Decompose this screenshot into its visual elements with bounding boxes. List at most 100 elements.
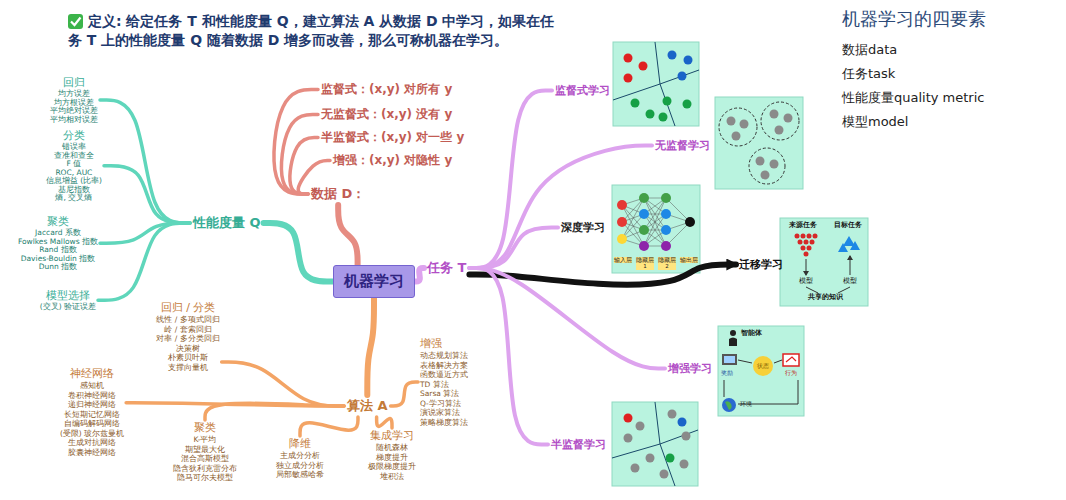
reinforcement-panel-part: [722, 354, 737, 365]
transfer-panel: [780, 218, 868, 306]
unsupervised-panel-part-part: [756, 157, 765, 166]
semi-supervised-panel-part-part: [631, 464, 640, 473]
transfer-panel-part-part: [804, 252, 809, 257]
reinforcement-panel-part: [722, 398, 736, 412]
branch-connector: [104, 166, 190, 223]
node-text: 深度学习: [561, 220, 605, 235]
node-text: 增强学习: [668, 361, 712, 376]
group-heading: 神经网络: [60, 367, 124, 381]
group-heading: 模型选择: [40, 289, 96, 303]
branch-label: 算法 A: [344, 395, 391, 417]
list-item: Rand 指数: [18, 246, 98, 255]
transfer-panel-part: [795, 234, 818, 257]
neural-network-figure-part: [661, 241, 671, 251]
list-item: 错误率: [46, 143, 102, 152]
transfer-panel-part-part: [795, 234, 800, 239]
supervised-panel-part: [684, 56, 693, 65]
list-item: 支撑向量机: [156, 363, 219, 373]
node-text: 监督式学习: [555, 83, 610, 98]
supervised-panel: [613, 42, 699, 126]
list-item: 平均绝对误差: [50, 107, 98, 116]
supervised-panel-part: [613, 42, 699, 126]
section-heading: 机器学习的四要素: [842, 8, 986, 30]
figure-label: 智能体: [741, 330, 762, 338]
list-item: 局部敏感哈希: [276, 470, 324, 480]
list-item: 查准和查全: [46, 152, 102, 161]
figure-label: 模型: [799, 278, 813, 286]
unsupervised-panel-part: [761, 102, 799, 140]
list-item: (交叉) 验证误差: [40, 303, 96, 312]
unsupervised-panel: [715, 97, 803, 189]
list-item: 对率 / 多分类回归: [156, 334, 219, 344]
semi-supervised-panel-part: [612, 402, 698, 486]
unsupervised-panel-part-part: [727, 117, 736, 126]
group-heading: 分类: [46, 129, 102, 143]
branch-connector: [300, 417, 358, 436]
supervised-panel-part: [663, 97, 672, 106]
list-item: 梯度提升: [368, 453, 416, 463]
semi-supervised-panel-part-part: [660, 470, 669, 479]
reinforcement-panel-part: [786, 357, 796, 362]
transfer-panel-part-part: [801, 234, 806, 239]
neural-network-figure-part: [617, 200, 627, 210]
list-item: F 值: [46, 160, 102, 169]
group-heading: 降维: [276, 437, 324, 451]
list-item: 性能度量quality metric: [842, 90, 984, 106]
reinforcement-panel: [718, 326, 804, 416]
list-item: 平均相对误差: [50, 116, 98, 125]
supervised-panel-part: [683, 100, 692, 109]
branch-connector: [274, 90, 318, 195]
node-text: 任务 T: [427, 259, 466, 277]
neural-network-figure-part: [685, 217, 695, 227]
list-item: 基尼指数: [46, 186, 102, 195]
reinforcement-panel-part: [724, 360, 798, 404]
group-heading: 增强: [420, 337, 468, 351]
unsupervised-panel-part-part: [732, 132, 741, 141]
node-text: 半监督式：(x,y) 对一些 y: [321, 129, 464, 146]
neural-network-figure-part: [666, 222, 690, 246]
list-item: 隐含狄利克雷分布: [173, 464, 237, 474]
node-text: 无监督学习: [655, 138, 710, 153]
list-item: ROC, AUC: [46, 169, 102, 178]
list-item: 均方误差: [50, 90, 98, 99]
list-item: 生成对抗网络: [60, 438, 124, 448]
supervised-panel-part: [613, 42, 699, 126]
list-item: TD 算法: [420, 380, 468, 390]
list-item: Sarsa 算法: [420, 389, 468, 399]
check-icon-part: [68, 14, 83, 29]
branch-connector: [338, 205, 357, 265]
list-item: 隐马可尔夫模型: [173, 473, 237, 483]
list-item: Davies-Bouldin 指数: [18, 255, 98, 264]
neural-network-figure-part: [666, 198, 690, 222]
list-item: 胶囊神经网络: [60, 448, 124, 458]
list-item: 混合高斯模型: [173, 454, 237, 464]
layer-label: 输入层: [614, 257, 632, 263]
neural-network-figure-part: [661, 209, 671, 219]
transfer-panel-part-part: [801, 246, 806, 251]
neural-network-figure-part: [639, 241, 649, 251]
data-type-label: 半监督式：(x,y) 对一些 y: [318, 128, 467, 147]
supervised-panel-part: [659, 113, 668, 122]
data-type-label: 无监督式：(x,y) 没有 y: [318, 105, 455, 124]
figure-label: 行为: [785, 369, 797, 376]
node-text: 算法 A: [347, 397, 388, 415]
neural-network-figure-part: [661, 193, 671, 203]
algorithm-group: 聚类K-平均期望最大化混合高斯模型隐含狄利克雷分布隐马可尔夫模型: [171, 420, 239, 484]
definition-title: 定义: 给定任务 T 和性能度量 Q，建立算法 A 从数据 D 中学习，如果在任…: [68, 12, 568, 50]
figure-label: 共享的知识: [808, 294, 843, 302]
check-icon-part: [71, 18, 81, 26]
list-item: 均方根误差: [50, 99, 98, 108]
unsupervised-panel-part-part: [761, 171, 770, 180]
list-item: 朴素贝叶斯: [156, 353, 219, 363]
transfer-panel-part-part: [813, 234, 818, 239]
node-text: 数据 D：: [311, 185, 365, 203]
unsupervised-panel-part: [727, 110, 793, 180]
data-type-label: 监督式：(x,y) 对所有 y: [318, 80, 455, 99]
transfer-panel-part-part: [798, 240, 803, 245]
semi-supervised-panel-part-part: [646, 454, 655, 463]
algorithm-group: 神经网络感知机卷积神经网络递归神经网络长短期记忆网络自编码解码网络(受限) 玻尔…: [58, 366, 126, 458]
unsupervised-panel-part-part: [775, 126, 784, 135]
